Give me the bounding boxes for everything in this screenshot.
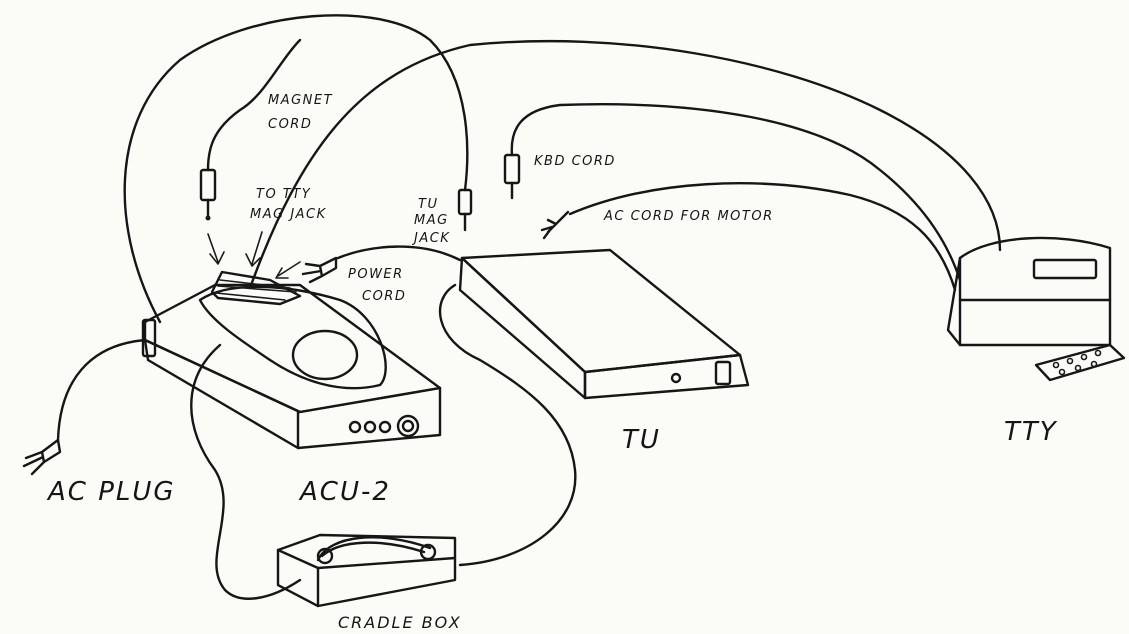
- label-tu-mag-line1: TU: [418, 197, 438, 212]
- arrow-magnet-to-acu: [207, 233, 225, 265]
- label-power-line2: CORD: [362, 289, 406, 304]
- cradle-left-cable: [190, 343, 302, 600]
- kbd-cord-cable: [510, 103, 962, 282]
- label-tu-mag-line2: MAG: [414, 213, 449, 228]
- label-tty-mag-line2: MAG JACK: [250, 207, 327, 222]
- power-cord-cable: [336, 245, 462, 262]
- magnet-cord-plug: [199, 168, 217, 221]
- label-acu-2: ACU-2: [298, 477, 391, 507]
- ac-plug: [22, 438, 62, 476]
- label-tu-mag-line3: JACK: [411, 231, 450, 246]
- arrow-power-cord: [275, 261, 301, 279]
- tty-long-cable: [248, 39, 1002, 290]
- label-magnet-line1: MAGNET: [268, 93, 333, 108]
- ac-motor-cable: [568, 182, 957, 292]
- power-cord-plug: [301, 256, 338, 284]
- cradle-right-cable: [438, 283, 577, 567]
- magnet-cord-cable: [206, 38, 302, 172]
- label-tu: TU: [622, 425, 661, 455]
- tu-mag-jack-plug: [457, 188, 473, 232]
- label-kbd-cord: KBD CORD: [534, 154, 616, 169]
- tu-unit: [458, 248, 750, 400]
- label-tty-mag-line1: TO TTY: [256, 187, 311, 202]
- label-ac-plug: AC PLUG: [46, 477, 176, 507]
- cradle-box: [276, 533, 457, 608]
- label-power-line1: POWER: [348, 267, 404, 282]
- label-ac-cord-motor: AC CORD FOR MOTOR: [603, 209, 774, 224]
- label-cradle-box: CRADLE BOX: [338, 613, 462, 632]
- arrow-tty-mag-jack: [245, 231, 263, 267]
- label-magnet-line2: CORD: [268, 117, 312, 132]
- tty-unit: [946, 236, 1126, 382]
- acu-2-unit: [141, 270, 442, 450]
- label-tty: TTY: [1004, 417, 1058, 447]
- ac-plug-cable: [56, 338, 147, 442]
- kbd-cord-plug: [503, 153, 521, 200]
- motor-ac-plug: [540, 210, 570, 240]
- magnet-loop-cable: [123, 14, 469, 324]
